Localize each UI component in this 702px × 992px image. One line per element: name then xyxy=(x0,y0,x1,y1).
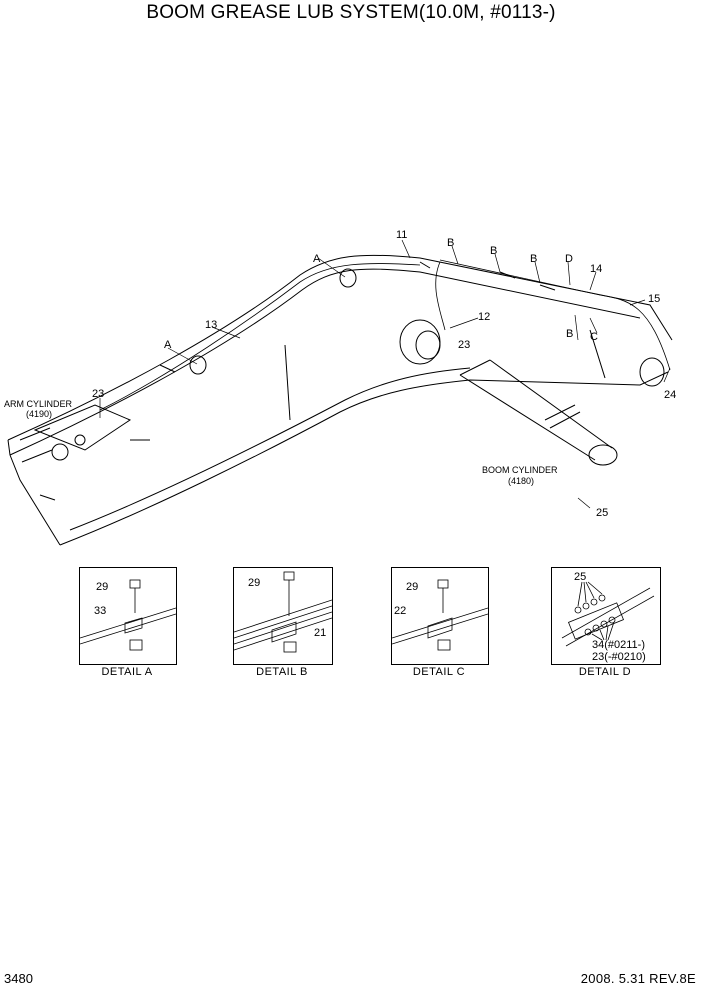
detail-c-caption: DETAIL C xyxy=(412,666,466,678)
callout-14: 14 xyxy=(590,263,602,275)
detail-d-caption: DETAIL D xyxy=(578,666,632,678)
detail-c-part-22: 22 xyxy=(394,605,406,617)
boom-bottom-edge-inner xyxy=(69,367,471,531)
detail-a-part-33: 33 xyxy=(94,605,106,617)
detail-a-part-29: 29 xyxy=(96,581,108,593)
page-title: BOOM GREASE LUB SYSTEM(10.0M, #0113-) xyxy=(146,2,556,23)
callout-b-1: B xyxy=(447,237,454,249)
detail-c-box: 29 22 xyxy=(391,567,489,665)
grease-line-15 xyxy=(439,259,671,371)
detail-a-caption: DETAIL A xyxy=(101,666,153,678)
detail-d-drawing: 25 34(#0211-) 23(-#0210) xyxy=(561,571,655,663)
detail-d-part-34: 34(#0211-) xyxy=(592,639,645,651)
callout-13: 13 xyxy=(205,319,217,331)
callout-c: C xyxy=(590,331,598,343)
detail-c-part-29: 29 xyxy=(406,581,418,593)
detail-a-drawing: 29 33 xyxy=(79,579,177,651)
boom-cylinder-body xyxy=(459,359,613,461)
callout-23-left: 23 xyxy=(92,388,104,400)
callout-a-top: A xyxy=(313,253,321,265)
arm-cylinder-code: (4190) xyxy=(26,409,52,419)
callout-11: 11 xyxy=(396,229,407,241)
callout-d: D xyxy=(565,253,573,265)
callout-b-4: B xyxy=(566,328,573,340)
boom-cylinder-label: BOOM CYLINDER xyxy=(482,465,558,475)
detail-c-drawing: 29 22 xyxy=(391,579,489,651)
detail-b-part-21: 21 xyxy=(314,627,326,639)
arm-cylinder-label: ARM CYLINDER xyxy=(4,399,73,409)
detail-d-part-25: 25 xyxy=(574,571,586,583)
boom-bottom-edge xyxy=(59,371,669,546)
detail-d-part-23: 23(-#0210) xyxy=(592,651,646,663)
callout-24: 24 xyxy=(664,389,676,401)
callout-b-3: B xyxy=(530,253,537,265)
callout-b-2: B xyxy=(490,245,497,257)
callout-23-main: 23 xyxy=(458,339,470,351)
date-revision: 2008. 5.31 REV.8E xyxy=(580,971,696,986)
detail-b-caption: DETAIL B xyxy=(256,666,308,678)
callout-a-left: A xyxy=(164,339,172,351)
detail-d-box: 25 34(#0211-) 23(-#0210) xyxy=(551,567,661,665)
boom-left-end xyxy=(7,439,61,546)
callout-12: 12 xyxy=(478,311,490,323)
page-number: 3480 xyxy=(4,971,33,986)
callout-25: 25 xyxy=(596,507,608,519)
boom-cylinder-code: (4180) xyxy=(508,476,534,486)
boom-top-edge xyxy=(7,254,673,441)
detail-b-box: 29 21 xyxy=(233,567,333,665)
boom-top-edge-inner xyxy=(9,268,641,456)
detail-a-box: 29 33 xyxy=(79,567,177,665)
grease-line-13 xyxy=(99,263,421,411)
detail-b-part-29: 29 xyxy=(248,577,260,589)
detail-b-drawing: 29 21 xyxy=(233,571,333,653)
callout-15: 15 xyxy=(648,293,660,305)
